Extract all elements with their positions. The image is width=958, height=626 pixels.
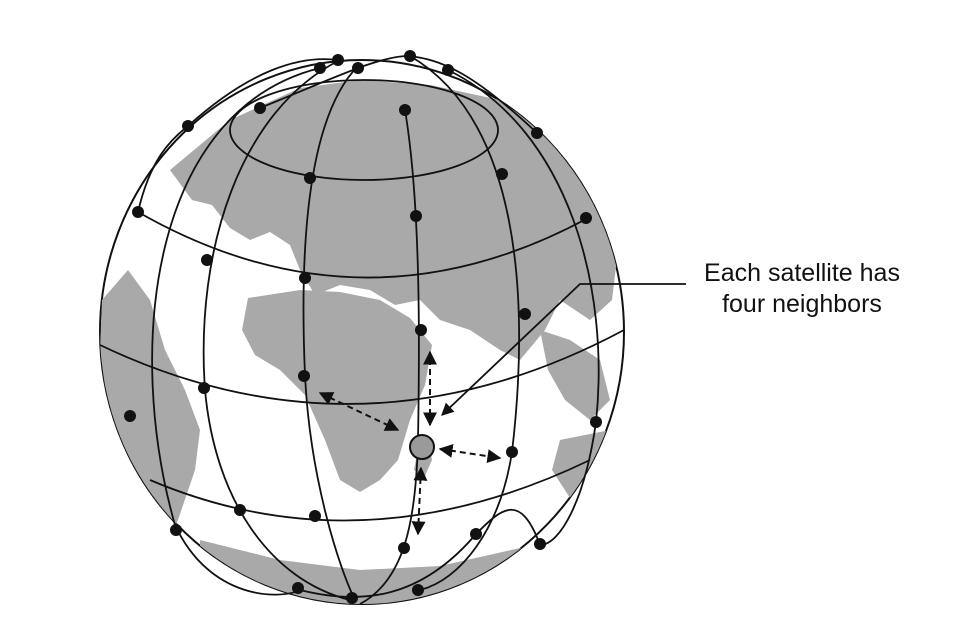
satellite bbox=[442, 64, 454, 76]
satellites bbox=[124, 50, 602, 604]
satellite bbox=[346, 592, 358, 604]
eurasia-landmass bbox=[170, 80, 618, 360]
southeast-asia-landmass bbox=[540, 330, 610, 420]
satellite bbox=[404, 50, 416, 62]
satellite bbox=[399, 104, 411, 116]
orbit-path-9 bbox=[137, 125, 189, 213]
satellite bbox=[352, 62, 364, 74]
satellite bbox=[470, 528, 482, 540]
callout-line-1: Each satellite has bbox=[704, 259, 900, 287]
satellite bbox=[580, 212, 592, 224]
satellite bbox=[496, 168, 508, 180]
orbit-path-6 bbox=[447, 69, 600, 546]
satellite bbox=[309, 510, 321, 522]
orbit-path-4 bbox=[359, 109, 420, 605]
neighbor-arrow-south bbox=[411, 466, 428, 536]
latitude-line-north bbox=[137, 211, 589, 279]
callout-label: Each satellite has four neighbors bbox=[672, 258, 932, 320]
antarctica-landmass bbox=[200, 530, 600, 604]
satellite bbox=[292, 582, 304, 594]
orbit-path-3 bbox=[302, 65, 359, 601]
satellite bbox=[170, 524, 182, 536]
satellite bbox=[332, 54, 344, 66]
africa-landmass bbox=[242, 290, 432, 492]
satellite bbox=[201, 254, 213, 266]
satellite bbox=[304, 172, 316, 184]
satellite bbox=[182, 120, 194, 132]
callout-leader-line bbox=[441, 283, 686, 416]
neighbor-arrows bbox=[318, 350, 502, 536]
highlighted-satellite bbox=[409, 434, 435, 460]
callout-leader bbox=[441, 283, 686, 416]
satellite bbox=[398, 542, 410, 554]
satellite bbox=[198, 382, 210, 394]
satellite bbox=[534, 538, 546, 550]
satellite bbox=[234, 504, 246, 516]
satellite bbox=[298, 370, 310, 382]
satellite bbox=[410, 210, 422, 222]
orbit-path-8 bbox=[187, 58, 339, 127]
neighbor-arrow-east bbox=[438, 443, 502, 464]
satellite bbox=[412, 584, 424, 596]
callout-line-2: four neighbors bbox=[722, 290, 882, 318]
latitude-polar-ring bbox=[229, 79, 499, 181]
satellite bbox=[519, 308, 531, 320]
americas-landmass bbox=[100, 270, 200, 560]
satellite bbox=[531, 127, 543, 139]
satellite bbox=[314, 62, 326, 74]
satellite bbox=[415, 324, 427, 336]
satellite bbox=[590, 416, 602, 428]
continents bbox=[100, 80, 622, 604]
latitude-line-south bbox=[149, 459, 591, 522]
orbit-path-1 bbox=[151, 67, 321, 596]
neighbor-arrow-west bbox=[318, 392, 400, 431]
satellite bbox=[254, 102, 266, 114]
satellite bbox=[506, 446, 518, 458]
orbit-path-5 bbox=[409, 55, 520, 591]
satellite bbox=[124, 410, 136, 422]
satellite bbox=[132, 206, 144, 218]
satellite bbox=[299, 272, 311, 284]
